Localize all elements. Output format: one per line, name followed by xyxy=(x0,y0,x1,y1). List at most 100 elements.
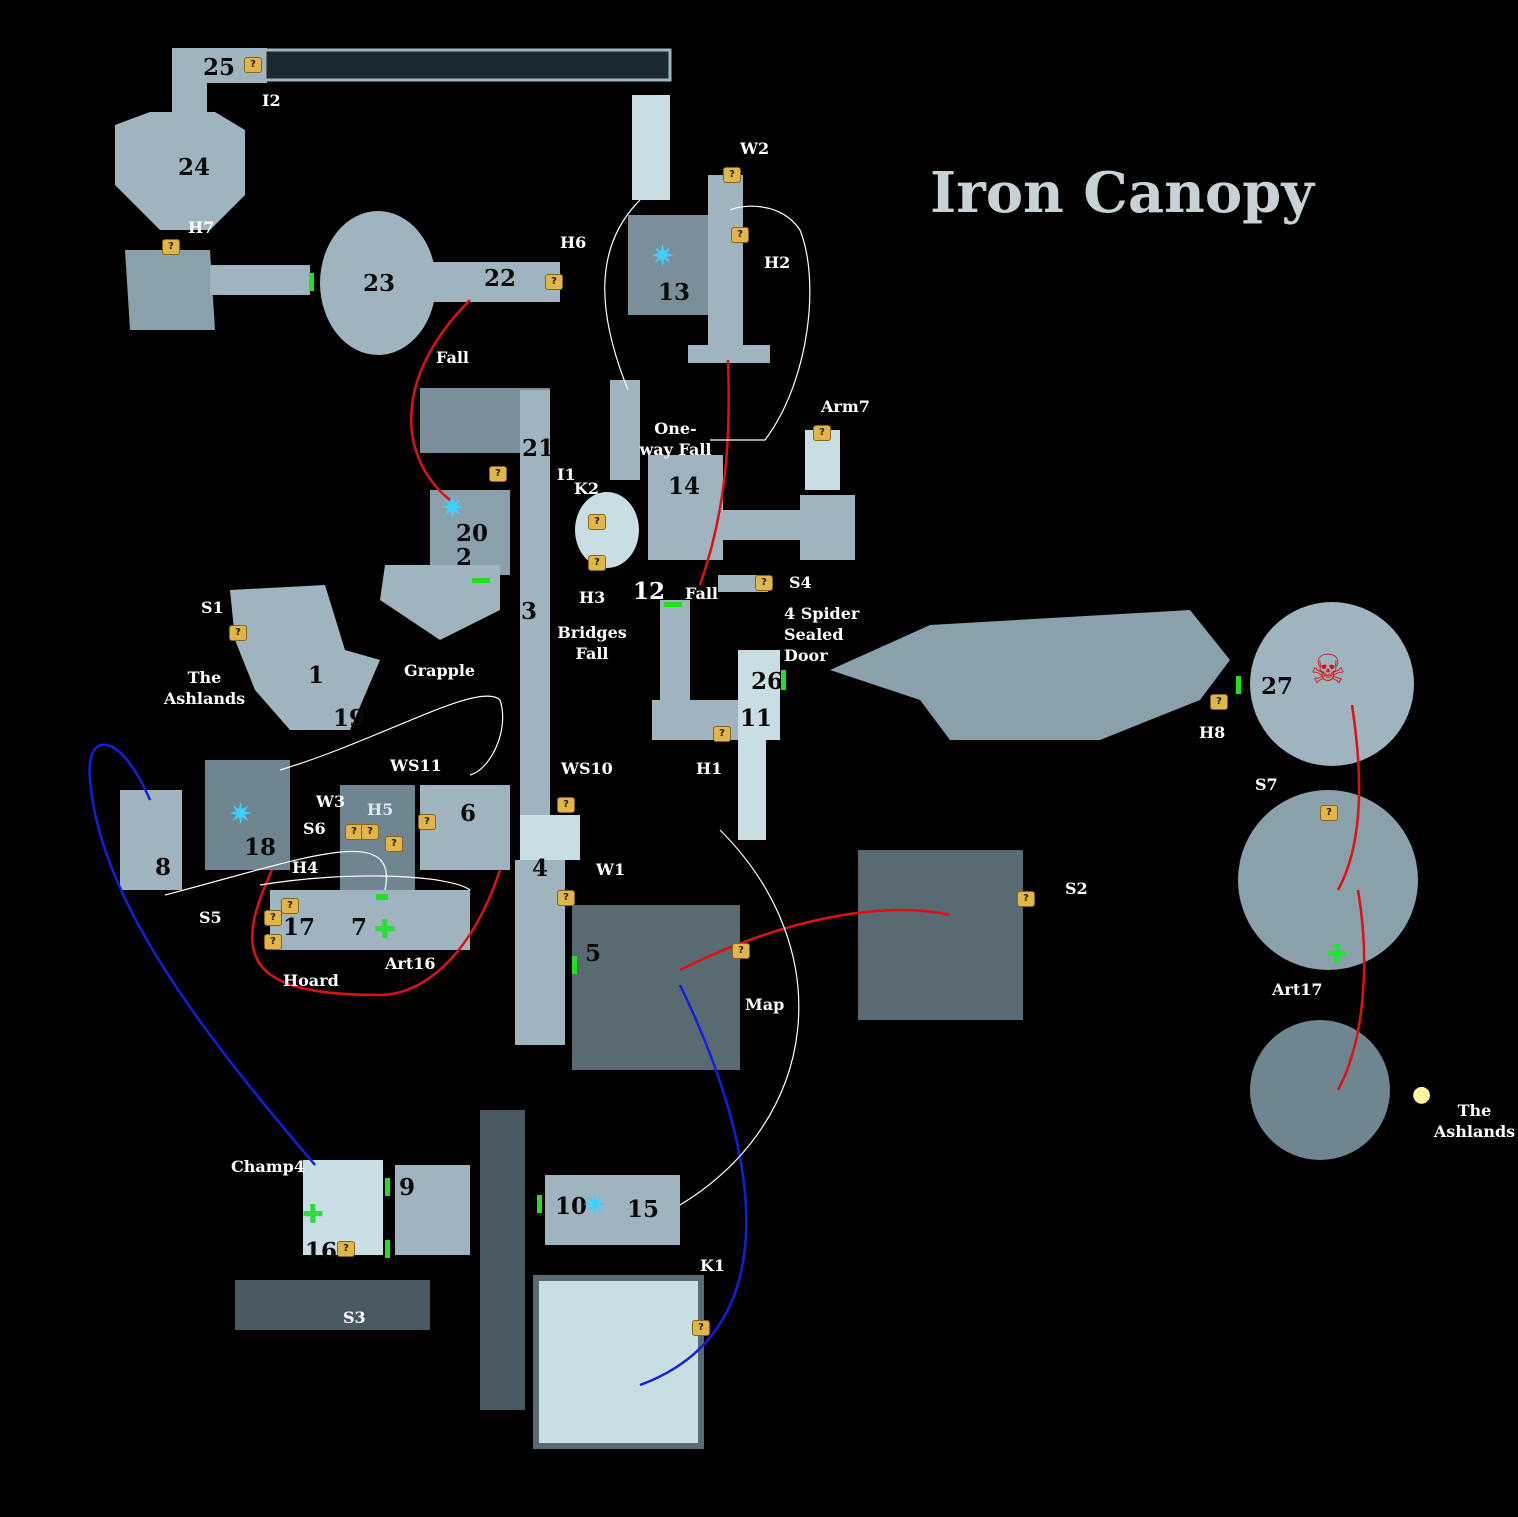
chest-icon[interactable]: ? xyxy=(588,514,606,530)
marker-label: H7 xyxy=(188,218,215,237)
chest-icon[interactable]: ? xyxy=(1017,891,1035,907)
room-24-shape xyxy=(115,112,245,230)
door-marker xyxy=(309,273,314,291)
spider-icon: ✷ xyxy=(228,797,254,832)
spider-icon: ✷ xyxy=(582,1188,608,1223)
spider-icon: ✷ xyxy=(440,491,466,526)
door-marker xyxy=(537,1195,542,1213)
champ-path xyxy=(88,743,316,1166)
chest-icon[interactable]: ? xyxy=(244,57,262,73)
room-13-shape xyxy=(628,215,708,315)
marker-label: S2 xyxy=(1065,879,1088,898)
room-label: 19 xyxy=(333,705,366,732)
marker-label: Fall xyxy=(436,348,470,367)
marker-label: S7 xyxy=(1255,775,1278,794)
chest-icon[interactable]: ? xyxy=(229,625,247,641)
marker-label: Arm7 xyxy=(821,397,870,416)
chest-icon[interactable]: ? xyxy=(385,836,403,852)
chest-icon[interactable]: ? xyxy=(732,943,750,959)
room-label: 20 xyxy=(456,520,489,547)
room-label: 7 xyxy=(351,914,368,941)
room-label: 21 xyxy=(522,435,555,462)
marker-label: Art16 xyxy=(385,954,436,973)
room-label: 2 xyxy=(456,544,473,571)
chest-icon[interactable]: ? xyxy=(264,934,282,950)
room-label: 18 xyxy=(244,834,277,861)
door-marker xyxy=(472,578,490,583)
room-label: 27 xyxy=(1261,673,1294,700)
room-label: 6 xyxy=(460,800,477,827)
chest-icon[interactable]: ? xyxy=(361,824,379,840)
marker-label: WS10 xyxy=(561,759,613,778)
chest-icon[interactable]: ? xyxy=(588,555,606,571)
door-marker xyxy=(1236,676,1241,694)
room-label: 8 xyxy=(155,854,172,881)
spider-icon: ✷ xyxy=(650,239,676,274)
room-23-shape xyxy=(320,211,436,355)
marker-label: S4 xyxy=(789,573,812,592)
marker-label: Fall xyxy=(685,584,719,603)
marker-label: H4 xyxy=(292,858,319,877)
room-label: 3 xyxy=(521,598,538,625)
marker-label: One-way Fall xyxy=(639,419,712,459)
marker-label: W2 xyxy=(740,139,770,158)
marker-label: Bridges Fall xyxy=(557,623,627,663)
chest-icon[interactable]: ? xyxy=(345,824,363,840)
marker-label: K2 xyxy=(574,479,600,498)
marker-label: Grapple xyxy=(404,661,476,680)
room-14-shape xyxy=(648,455,723,560)
room-label: 10 xyxy=(555,1193,588,1220)
door-marker xyxy=(781,670,786,690)
marker-label: K1 xyxy=(700,1256,726,1275)
marker-label: S1 xyxy=(201,598,224,617)
marker-label: Hoard xyxy=(283,971,339,990)
chest-icon[interactable]: ? xyxy=(489,466,507,482)
chest-icon[interactable]: ? xyxy=(1320,805,1338,821)
door-marker xyxy=(376,894,388,900)
door-marker xyxy=(385,1240,390,1258)
room-label: 16 xyxy=(305,1238,338,1265)
marker-label: Map xyxy=(745,995,785,1014)
room-label: 5 xyxy=(585,940,602,967)
marker-label: Champ4 xyxy=(231,1157,305,1176)
chest-icon[interactable]: ? xyxy=(281,898,299,914)
chest-icon[interactable]: ? xyxy=(545,274,563,290)
chest-icon[interactable]: ? xyxy=(162,239,180,255)
room-label: 9 xyxy=(399,1174,416,1201)
chest-icon[interactable]: ? xyxy=(813,425,831,441)
marker-label: W3 xyxy=(316,792,346,811)
marker-label: I2 xyxy=(262,91,281,110)
map-title: Iron Canopy xyxy=(930,160,1314,226)
chest-icon[interactable]: ? xyxy=(723,167,741,183)
artifact-icon: ✚ xyxy=(1326,940,1348,970)
exit-label: The Ashlands xyxy=(163,668,246,708)
marker-label: H5 xyxy=(367,800,394,819)
chest-icon[interactable]: ? xyxy=(713,726,731,742)
room-label: 13 xyxy=(658,279,691,306)
room-label: 1 xyxy=(308,662,325,689)
chest-icon[interactable]: ? xyxy=(418,814,436,830)
chest-icon[interactable]: ? xyxy=(557,797,575,813)
exit-label: The Ashlands xyxy=(1433,1101,1516,1141)
room-label: 26 xyxy=(751,668,784,695)
chest-icon[interactable]: ? xyxy=(755,575,773,591)
chest-icon[interactable]: ? xyxy=(1210,694,1228,710)
chest-icon[interactable]: ? xyxy=(692,1320,710,1336)
room-label: 24 xyxy=(178,154,211,181)
room-label: 22 xyxy=(484,265,517,292)
marker-label: H6 xyxy=(560,233,587,252)
marker-label: S3 xyxy=(343,1308,366,1327)
room-27-shape xyxy=(1250,602,1414,766)
exit-light-icon: ● xyxy=(1412,1082,1432,1107)
chest-icon[interactable]: ? xyxy=(557,890,575,906)
marker-label: 4 Spider Sealed Door xyxy=(784,604,860,665)
chest-icon[interactable]: ? xyxy=(337,1241,355,1257)
chest-icon[interactable]: ? xyxy=(731,227,749,243)
marker-label: H8 xyxy=(1199,723,1226,742)
room-label: 4 xyxy=(532,855,549,882)
marker-label: H1 xyxy=(696,759,723,778)
chest-icon[interactable]: ? xyxy=(264,910,282,926)
marker-label: H3 xyxy=(579,588,606,607)
